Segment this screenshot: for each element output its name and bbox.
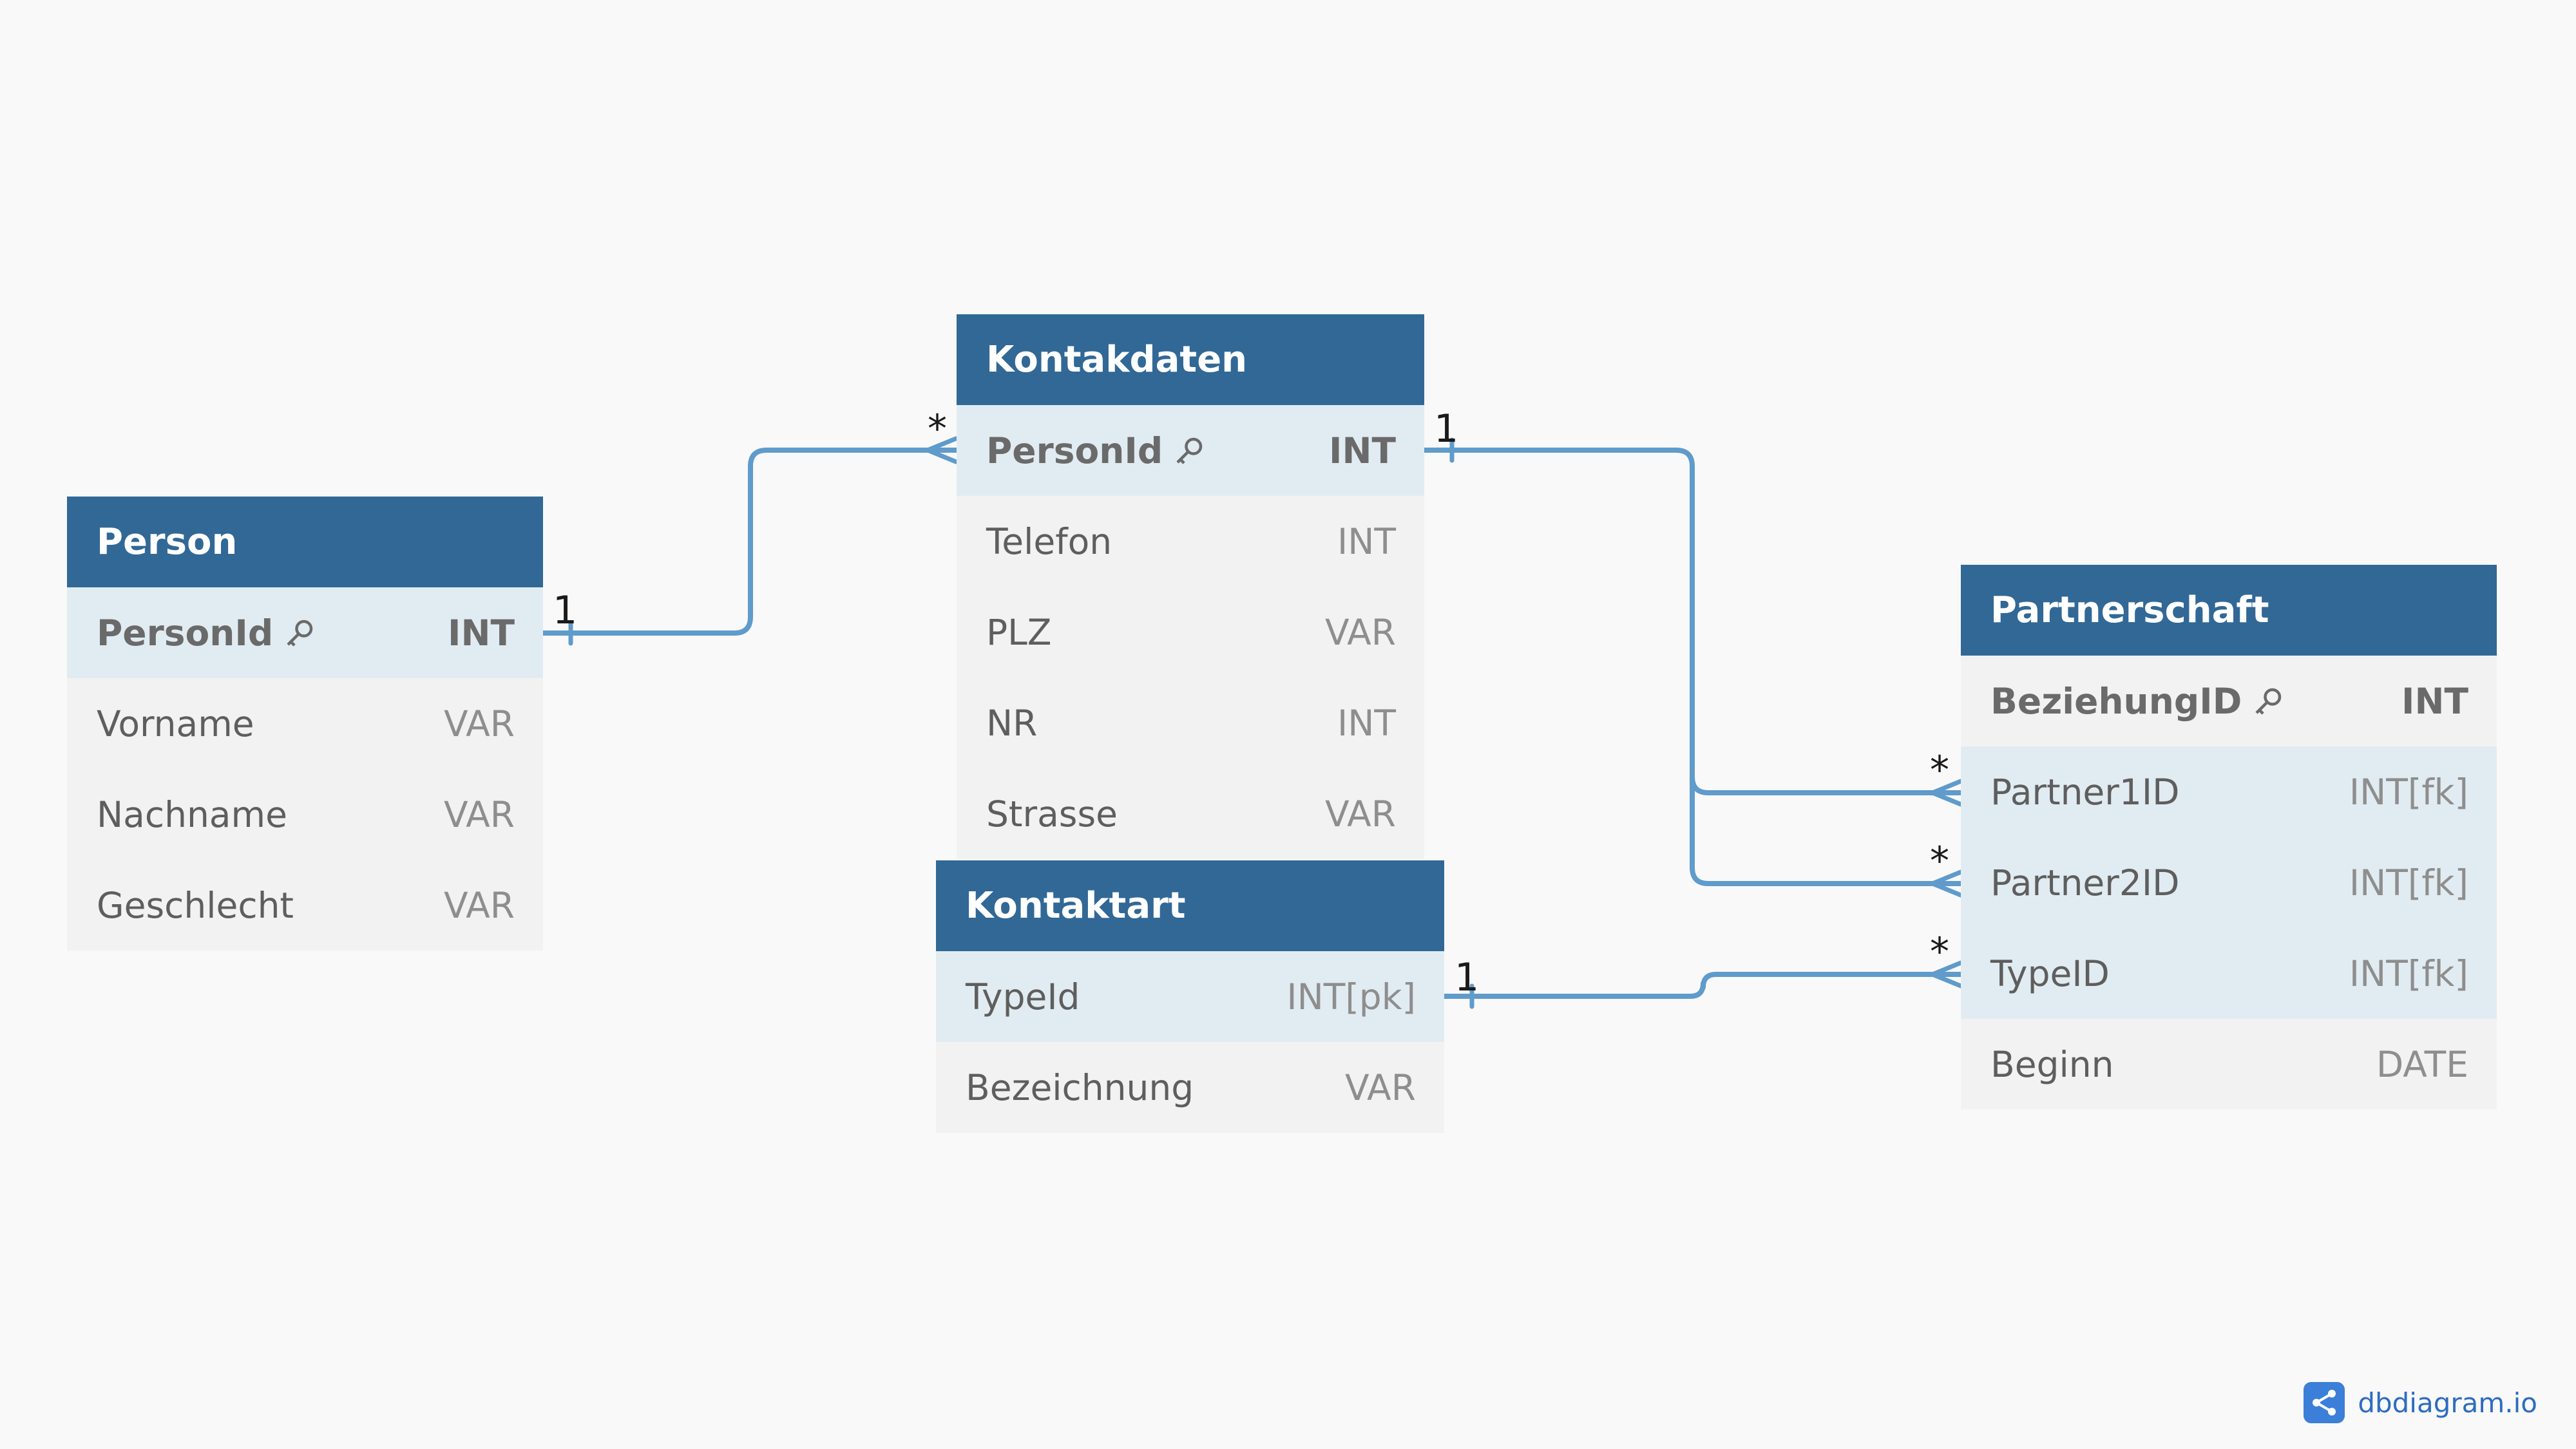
field-name: Vorname [97, 703, 254, 744]
table-row[interactable]: Partner2ID INT[fk] [1961, 837, 2497, 928]
field-name-cell: BeziehungID [1990, 681, 2285, 722]
many-marker [1926, 779, 1963, 807]
field-name: BeziehungID [1990, 680, 2242, 722]
field-type: INT[fk] [2349, 952, 2468, 994]
table-header[interactable]: Kontaktart [936, 860, 1444, 951]
table-header[interactable]: Kontakdaten [957, 314, 1424, 405]
field-type: VAR [444, 793, 515, 835]
field-name: Bezeichnung [966, 1066, 1194, 1108]
field-name: Nachname [97, 793, 287, 835]
field-name: Telefon [986, 520, 1112, 562]
field-name: NR [986, 702, 1038, 744]
field-name: PersonId [986, 430, 1163, 471]
cardinality-one: 1 [1434, 406, 1459, 451]
field-name: Partner1ID [1990, 771, 2180, 813]
table-row[interactable]: Beginn DATE [1961, 1019, 2497, 1110]
field-name: PersonId [97, 612, 274, 654]
field-type: INT [1328, 430, 1396, 471]
cardinality-many: * [1930, 748, 1949, 793]
table-row[interactable]: Bezeichnung VAR [936, 1042, 1444, 1133]
table-row[interactable]: Geschlecht VAR [67, 860, 543, 951]
table-header[interactable]: Partnerschaft [1961, 565, 2497, 656]
table-header[interactable]: Person [67, 497, 543, 587]
relation-kontakdaten-partner2[interactable] [1690, 770, 1963, 886]
field-name: PLZ [986, 611, 1052, 653]
field-type: INT [2401, 680, 2468, 722]
field-type: INT [1337, 702, 1396, 744]
many-marker [1926, 960, 1963, 989]
table-row[interactable]: PLZ VAR [957, 587, 1424, 677]
table-row[interactable]: NR INT [957, 677, 1424, 768]
many-marker [921, 436, 959, 464]
table-kontaktart[interactable]: Kontaktart TypeId INT[pk] Bezeichnung VA… [936, 860, 1444, 1133]
table-row[interactable]: BeziehungID INT [1961, 656, 2497, 746]
field-name: TypeId [966, 976, 1080, 1018]
field-type: INT [1337, 520, 1396, 562]
field-type: VAR [444, 884, 515, 926]
field-name: Geschlecht [97, 884, 294, 926]
table-row[interactable]: Partner1ID INT[fk] [1961, 746, 2497, 837]
table-row[interactable]: PersonId INT [957, 405, 1424, 496]
key-icon [2255, 688, 2282, 715]
field-name: Beginn [1990, 1043, 2114, 1085]
cardinality-many: * [1930, 929, 1949, 974]
watermark-text: dbdiagram.io [2358, 1387, 2537, 1419]
field-name-cell: PersonId [97, 612, 317, 654]
field-type: VAR [444, 703, 515, 744]
cardinality-one: 1 [1455, 955, 1480, 1000]
field-type: INT [447, 612, 515, 654]
field-name: Strasse [986, 793, 1118, 835]
relation-kontaktart-partnerschaft[interactable] [1442, 972, 1963, 999]
many-marker [1926, 869, 1963, 898]
watermark[interactable]: dbdiagram.io [2304, 1382, 2537, 1423]
table-row[interactable]: TypeId INT[pk] [936, 951, 1444, 1042]
cardinality-one: 1 [553, 588, 578, 633]
field-type: INT[fk] [2349, 771, 2468, 813]
field-name: TypeID [1990, 952, 2110, 994]
field-name: Partner2ID [1990, 862, 2180, 904]
table-row[interactable]: TypeID INT[fk] [1961, 928, 2497, 1019]
table-row[interactable]: Nachname VAR [67, 769, 543, 860]
key-icon [1176, 437, 1203, 464]
field-type: VAR [1325, 611, 1396, 653]
field-type: VAR [1345, 1066, 1416, 1108]
table-person[interactable]: Person PersonId INT Vorname VAR Nachname… [67, 497, 543, 951]
field-type: INT[pk] [1286, 976, 1416, 1018]
table-kontakdaten[interactable]: Kontakdaten PersonId INT Telefon INT PLZ… [957, 314, 1424, 859]
cardinality-many: * [928, 406, 947, 451]
table-row[interactable]: PersonId INT [67, 587, 543, 678]
field-type: DATE [2376, 1043, 2468, 1085]
field-name-cell: PersonId [986, 430, 1207, 471]
cardinality-many: * [1930, 838, 1949, 884]
relation-person-kontakdaten[interactable] [540, 448, 959, 636]
relation-kontakdaten-partner1[interactable] [1422, 448, 1963, 795]
table-partnerschaft[interactable]: Partnerschaft BeziehungID INT Partner1ID… [1961, 565, 2497, 1110]
table-row[interactable]: Telefon INT [957, 496, 1424, 587]
table-row[interactable]: Vorname VAR [67, 678, 543, 769]
key-icon [287, 620, 313, 647]
table-row[interactable]: Strasse VAR [957, 768, 1424, 859]
field-type: VAR [1325, 793, 1396, 835]
field-type: INT[fk] [2349, 862, 2468, 904]
dbdiagram-logo-icon [2304, 1382, 2345, 1423]
